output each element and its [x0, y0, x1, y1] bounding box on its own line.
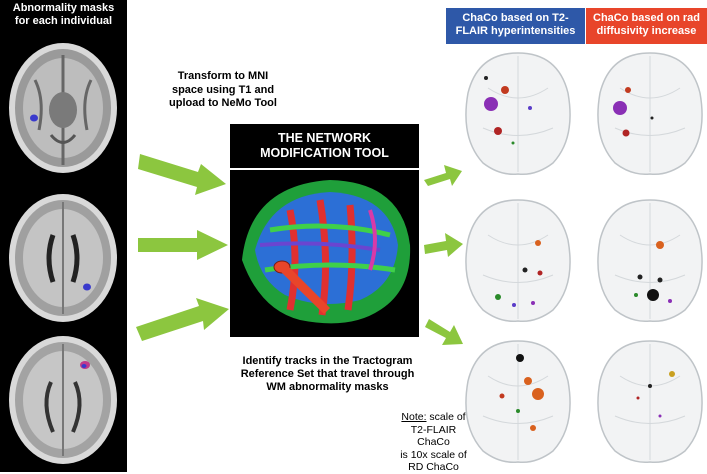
brain-mri-1 [5, 40, 121, 177]
arrow-right-icon [136, 298, 229, 341]
brain-mri-2 [5, 190, 121, 327]
left-title-line2: for each individual [0, 15, 127, 28]
step-identify-line2: Reference Set that travel through [205, 368, 450, 381]
header-t2-flair: ChaCo based on T2- FLAIR hyperintensitie… [446, 8, 585, 44]
tool-title-line2: MODIFICATION TOOL [260, 146, 389, 161]
lesion-mask [30, 115, 38, 122]
step-transform-line2: space using T1 and [138, 84, 308, 98]
tool-title-line1: THE NETWORK [260, 131, 389, 146]
step-identify-line3: WM abnormality masks [205, 381, 450, 394]
header-radial-diffusivity: ChaCo based on rad diffusivity increase [586, 8, 707, 44]
glass-brain-rd-3 [590, 336, 707, 466]
note-line1: scale of [427, 411, 466, 423]
step-identify-text: Identify tracks in the Tractogram Refere… [205, 355, 450, 394]
glass-brain-t2-3 [458, 336, 578, 466]
brain-mri-3 [5, 332, 121, 469]
step-transform-text: Transform to MNI space using T1 and uplo… [138, 70, 308, 111]
header-rd-line1: ChaCo based on rad [586, 12, 707, 25]
glass-brain-rd-1 [590, 48, 707, 178]
note-line2: T2-FLAIR ChaCo [396, 424, 471, 449]
step-transform-line1: Transform to MNI [138, 70, 308, 84]
tool-title: THE NETWORK MODIFICATION TOOL [230, 124, 419, 168]
note-line3: is 10x scale of [396, 449, 471, 462]
tractography-image [230, 170, 419, 337]
note-label: Note: [401, 411, 426, 423]
header-t2-flair-line2: FLAIR hyperintensities [446, 25, 585, 38]
arrow-right-icon [424, 165, 462, 186]
glass-brain-rd-2 [590, 195, 707, 325]
arrow-right-icon [138, 230, 228, 260]
header-t2-flair-line1: ChaCo based on T2- [446, 12, 585, 25]
step-identify-line1: Identify tracks in the Tractogram [205, 355, 450, 368]
glass-brain-t2-1 [458, 48, 578, 178]
step-transform-line3: upload to NeMo Tool [138, 97, 308, 111]
arrow-right-icon [138, 154, 226, 195]
left-title-line1: Abnormality masks [0, 2, 127, 15]
scale-note: Note: scale of T2-FLAIR ChaCo is 10x sca… [396, 411, 471, 474]
header-rd-line2: diffusivity increase [586, 25, 707, 38]
lesion-mask [83, 284, 91, 291]
left-panel-title: Abnormality masks for each individual [0, 2, 127, 28]
glass-brain-t2-2 [458, 195, 578, 325]
